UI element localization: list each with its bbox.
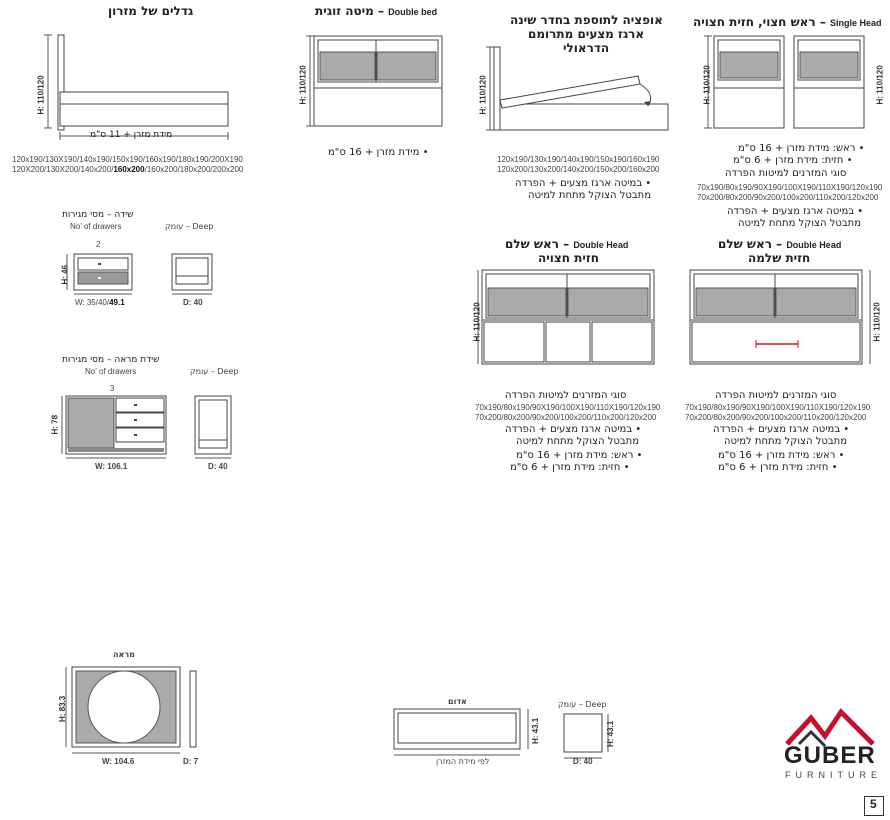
single-head-note1: • ראש: מידת מזרן + 16 ס"מ [738, 143, 865, 154]
mattress-height-label: H: 110/120 [36, 75, 46, 115]
single-head-height-label: H: 110/120 [702, 65, 712, 105]
dresser-width: W: 106.1 [95, 462, 128, 471]
nightstand-title-en: No' of drawers [70, 222, 122, 231]
nightstand-drawers-count: 2 [96, 240, 101, 249]
double-bed-title: Double bed – מיטה זוגית [315, 4, 438, 18]
single-head-title: Single Head – ראש חצוי, חזית חצויה [693, 15, 882, 29]
single-head-height-label-right: H: 110/120 [875, 65, 885, 105]
bench-title: אדום [448, 697, 467, 706]
double-split-types-title: סוגי המזרנים למיטות הפרדה [505, 390, 627, 401]
double-bed-note: • מידת מזרן + 16 ס"מ [328, 147, 429, 158]
bench-depth: D: 40 [573, 757, 593, 766]
bench-side-drawing [563, 713, 609, 759]
double-full-types-title: סוגי המזרנים למיטות הפרדה [715, 390, 837, 401]
double-bed-height-label: H: 110/120 [298, 65, 308, 105]
dresser-height: H: 78 [50, 414, 60, 435]
double-full-height-label: H: 110/120 [872, 302, 882, 342]
dresser-front-drawing [61, 395, 167, 459]
single-head-sizes-row2: 70x200/80x200/90x200/100x200/110x200/120… [697, 193, 879, 202]
single-head-note2: • חזית: מידת מזרן + 6 ס"מ [733, 155, 853, 166]
storage-height-label: H: 110/120 [478, 75, 488, 115]
dresser-title-en: No' of drawers [85, 367, 137, 376]
nightstand-side-drawing [171, 253, 213, 295]
double-split-note2: מתבטל הצוקל מתחת למיטה [516, 436, 640, 447]
mattress-sizes-row1: 120x190/130X190/140x190/150x190/160x190/… [12, 155, 243, 164]
double-split-height-label: H: 110/120 [472, 302, 482, 342]
double-full-sizes-row1: 70x190/80x190/90X190/100X190/110X190/120… [685, 403, 871, 412]
mirror-front-drawing [65, 666, 197, 754]
bench-dim-label: לפי מידת המזרן [436, 757, 490, 766]
mirror-title: מראה [113, 650, 135, 659]
storage-title-1: אופציה לתוספת בחדר שינה [510, 13, 663, 27]
double-full-drawing [689, 269, 871, 365]
double-split-note1: • במיטה ארגז מצעים + הפרדה [505, 424, 642, 435]
mirror-width: W: 104.6 [102, 757, 135, 766]
nightstand-depth: D: 40 [183, 298, 203, 307]
double-split-note4: • חזית: מידת מזרן + 6 ס"מ [510, 462, 630, 473]
storage-sizes-row1: 120x190/130x190/140x190/150x190/160x190 [497, 155, 660, 164]
storage-title-2: ארגז מצעים מתרומם [528, 27, 645, 41]
nightstand-deep-label: Deep – עומק [165, 222, 214, 231]
dresser-drawers-count: 3 [110, 384, 115, 393]
storage-title-3: הדראולי [563, 41, 610, 55]
page-number: 5 [870, 797, 877, 811]
double-full-note2: מתבטל הצוקל מתחת למיטה [724, 436, 848, 447]
double-full-note1: • במיטה ארגז מצעים + הפרדה [713, 424, 850, 435]
storage-bed-lift-drawing [486, 46, 669, 131]
mattress-sizes-title: גדלים של מזרון [108, 4, 194, 18]
nightstand-title: שידה – מסי מגירות [62, 210, 134, 220]
bench-deep-label: Deep – עומק [558, 700, 607, 709]
double-split-drawing [477, 269, 655, 365]
double-full-subtitle: חזית שלמה [748, 251, 811, 265]
single-head-note4: מתבטל הצוקל מתחת למיטה [738, 218, 862, 229]
brand-sub: FURNITURE [785, 770, 882, 780]
mattress-dim-label: מידת מזרן + 11 ס"מ [90, 130, 173, 140]
double-split-sizes-row2: 70x200/80x200/90x200/100x200/110x200/120… [475, 413, 657, 422]
double-full-note4: • חזית: מידת מזרן + 6 ס"מ [718, 462, 838, 473]
double-full-sizes-row2: 70x200/80x200/90x200/100x200/110x200/120… [685, 413, 867, 422]
single-head-types-title: סוגי המזרנים למיטות הפרדה [725, 168, 847, 179]
storage-note2: מתבטל הצוקל מתחת למיטה [528, 190, 652, 201]
nightstand-width: W: 35/40/49.1 [75, 298, 125, 307]
double-split-note3: • ראש: מידת מזרן + 16 ס"מ [516, 450, 643, 461]
brand-logo-icon [785, 708, 875, 748]
double-full-title: Double Head – ראש שלם [718, 237, 842, 251]
double-split-sizes-row1: 70x190/80x190/90X190/100X190/110X190/120… [475, 403, 661, 412]
single-head-note3: • במיטה ארגז מצעים + הפרדה [727, 206, 864, 217]
double-split-subtitle: חזית חצויה [538, 251, 599, 265]
double-bed-front-drawing [306, 35, 443, 127]
dresser-title: שידת מראה – מסי מגירות [62, 355, 160, 365]
mirror-depth: D: 7 [183, 757, 199, 766]
dresser-depth: D: 40 [208, 462, 228, 471]
storage-note1: • במיטה ארגז מצעים + הפרדה [515, 178, 652, 189]
nightstand-front-drawing [66, 253, 133, 295]
storage-sizes-row2: 120x200/130x200/140x200/150x200/160x200 [497, 165, 660, 174]
mattress-bed-side-drawing [44, 34, 229, 140]
dresser-side-drawing [194, 395, 232, 459]
mirror-height: H: 83.3 [58, 695, 67, 722]
bench-front-drawing [393, 708, 529, 756]
nightstand-height: H: 46 [60, 264, 70, 285]
page-number-box [864, 796, 884, 816]
double-full-note3: • ראש: מידת מזרן + 16 ס"מ [718, 450, 845, 461]
single-head-sizes-row1: 70x190/80x190/90X190/100X190/110X190/120… [697, 183, 883, 192]
double-split-title: Double Head – ראש שלם [505, 237, 629, 251]
dresser-deep-label: Deep – עומק [190, 367, 239, 376]
brand-name: GUBER [784, 742, 876, 769]
bench-depth-height: H: 43.1 [606, 720, 615, 747]
bench-height: H: 43.1 [531, 717, 540, 744]
single-head-drawing [704, 35, 865, 129]
mattress-sizes-row2: 120X200/130X200/140x200/160x200/160x200/… [12, 165, 244, 174]
